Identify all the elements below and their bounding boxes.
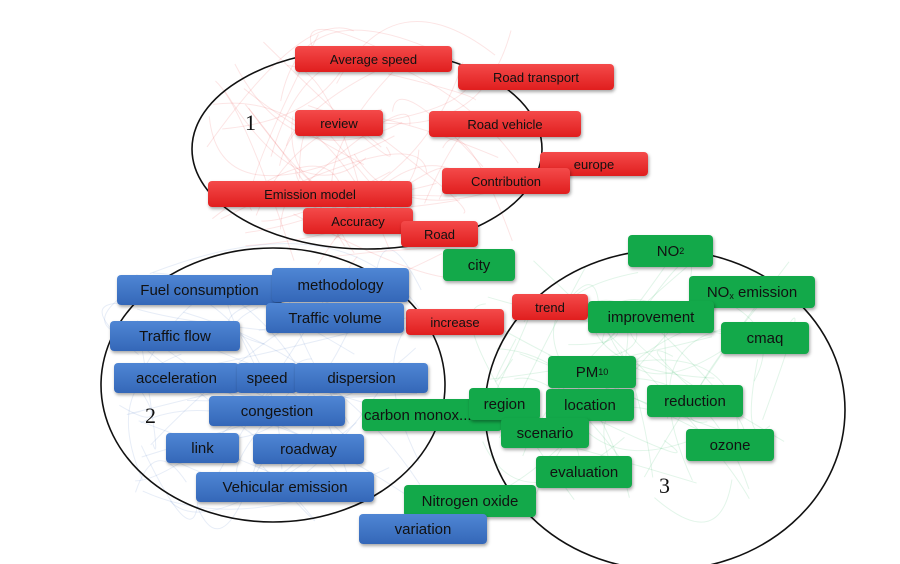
link-curve	[593, 417, 678, 454]
keyword-nitrogen-oxide: Nitrogen oxide	[404, 485, 536, 517]
no2-subscript: 2	[679, 246, 685, 256]
no2-text: NO	[656, 242, 680, 260]
keyword-vehicular-emission: Vehicular emission	[196, 472, 374, 502]
keyword-location: location	[546, 389, 634, 421]
keyword-road: Road	[401, 221, 478, 247]
link-curve	[215, 80, 295, 261]
keyword-emission-model: Emission model	[208, 181, 412, 207]
keyword-road-transport: Road transport	[458, 64, 614, 90]
link-curve	[263, 41, 391, 157]
keyword-contribution: Contribution	[442, 168, 570, 194]
keyword-region: region	[469, 388, 540, 420]
keyword-trend: trend	[512, 294, 588, 320]
link-curve	[224, 91, 367, 176]
link-curve	[135, 460, 187, 493]
link-curve	[470, 303, 575, 500]
link-curve	[127, 353, 182, 480]
pm10-subscript: 10	[598, 367, 609, 377]
link-curve	[137, 320, 157, 450]
keyword-accuracy: Accuracy	[303, 208, 413, 234]
link-curve	[197, 443, 263, 530]
link-curve	[668, 326, 732, 481]
keyword-traffic-volume: Traffic volume	[266, 303, 404, 333]
keyword-improvement: improvement	[588, 301, 714, 333]
keyword-ozone: ozone	[686, 429, 774, 461]
link-curve	[601, 260, 670, 344]
keyword-scenario: scenario	[501, 418, 589, 448]
keyword-reduction: reduction	[647, 385, 743, 417]
link-curve	[654, 479, 733, 523]
link-curve	[392, 98, 484, 168]
keyword-roadway: roadway	[253, 434, 364, 464]
link-curve	[603, 319, 736, 375]
link-curve	[280, 29, 461, 102]
link-curve	[629, 330, 785, 442]
keyword-variation: variation	[359, 514, 487, 544]
link-curve	[208, 116, 395, 177]
nox-subscript: x	[729, 290, 734, 301]
cluster-2-label: 2	[145, 403, 156, 428]
link-curve	[495, 338, 517, 382]
keyword-dispersion: dispersion	[295, 363, 428, 393]
nox-text: NOx emission	[706, 283, 798, 301]
keyword-speed: speed	[237, 363, 297, 393]
link-curve	[245, 62, 464, 234]
keyword-link: link	[166, 433, 239, 463]
keyword-cmaq: cmaq	[721, 322, 809, 354]
keyword-traffic-flow: Traffic flow	[110, 321, 240, 351]
keyword-review: review	[295, 110, 383, 136]
link-curve	[750, 359, 771, 432]
keyword-city: city	[443, 249, 515, 281]
keyword-congestion: congestion	[209, 396, 345, 426]
cluster-3-label: 3	[659, 473, 670, 498]
keyword-nox-emission: NOx emission	[689, 276, 815, 308]
link-curve	[126, 392, 216, 415]
cluster-1-label: 1	[245, 110, 256, 135]
keyword-average-speed: Average speed	[295, 46, 452, 72]
keyword-road-vehicle: Road vehicle	[429, 111, 581, 137]
link-curve	[206, 27, 354, 148]
link-curve	[140, 445, 199, 520]
keyword-methodology: methodology	[272, 268, 409, 302]
keyword-acceleration: acceleration	[114, 363, 239, 393]
link-curve	[119, 388, 152, 418]
cluster-2-ellipse	[100, 247, 446, 523]
keyword-evaluation: evaluation	[536, 456, 632, 488]
pm-text: PM	[575, 363, 599, 381]
keyword-fuel-consumption: Fuel consumption	[117, 275, 282, 305]
link-curve	[388, 73, 477, 101]
link-curve	[137, 308, 266, 331]
keyword-increase: increase	[406, 309, 504, 335]
